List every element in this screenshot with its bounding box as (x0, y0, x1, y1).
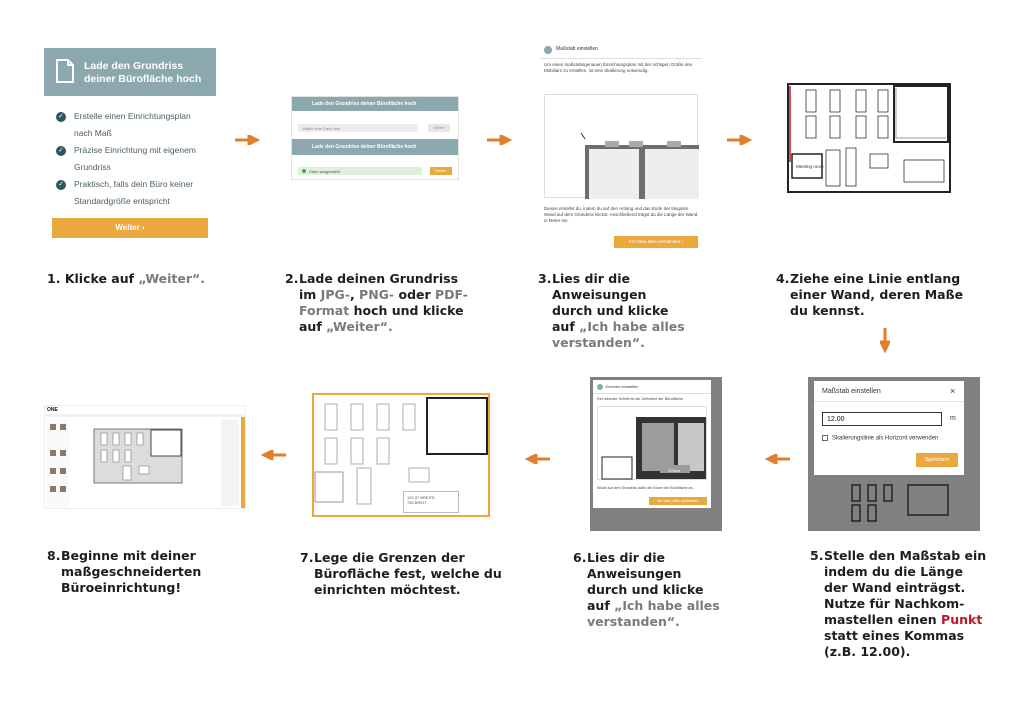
arrow-left-icon (524, 454, 550, 464)
info-icon (597, 384, 603, 390)
step6-intro-text: Der nächste Schritt ist die Definition d… (597, 397, 684, 401)
arrow-right-icon (235, 135, 261, 145)
step3-header: Maßstab einstellen (556, 46, 598, 52)
step6-header: Grenzen einstellen (605, 384, 639, 389)
step-number: 6. (573, 550, 587, 565)
file-input[interactable]: Wähle eine Datei aus (298, 124, 418, 132)
step8-thumbnail: ONE (44, 405, 246, 509)
step1-header-panel: Lade den Grundriss deiner Bürofläche hoc… (44, 48, 216, 96)
properties-panel (241, 417, 245, 508)
step-number: 8. (47, 548, 61, 563)
step1-caption: 1. Klicke auf „Weiter“. (47, 271, 206, 286)
floorplan-preview (544, 94, 699, 199)
step6-caption: 6. Lies dir die Anweisungen durch und kl… (573, 550, 720, 629)
step1-panel-title-line2: deiner Bürofläche hoch (84, 73, 202, 85)
step4-thumbnail: Meeting room (786, 82, 952, 194)
step2-thumbnail: Lade den Grundriss deiner Bürofläche hoc… (291, 96, 459, 180)
boundary-preview: 375cm (597, 406, 707, 480)
weiter-button[interactable]: Weiter › (52, 218, 208, 238)
list-item: ✓Praktisch, falls dein Büro keiner (56, 176, 196, 193)
horizon-checkbox-row[interactable]: Skalierungslinie als Horizont verwenden (822, 435, 938, 442)
scale-value-input[interactable]: 12.00 (822, 412, 942, 426)
step1-thumbnail: Lade den Grundriss deiner Bürofläche hoc… (44, 48, 216, 240)
step6-outro-text: Klicke auf dem Grundriss dafür die Ecken… (597, 486, 694, 490)
step6-thumbnail: Grenzen einstellen Der nächste Schritt i… (590, 377, 722, 531)
furniture-sidebar (47, 420, 69, 508)
check-icon: ✓ (56, 179, 66, 190)
dialog-title: Maßstab einstellen (822, 388, 881, 395)
step-number: 4. (776, 271, 790, 286)
step4-caption: 4. Ziehe eine Linie entlang einer Wand, … (776, 271, 964, 318)
arrow-down-icon (880, 328, 890, 354)
step-number: 2. (285, 271, 299, 286)
divider (814, 401, 964, 402)
arrow-right-icon (727, 135, 753, 145)
check-icon: ✓ (56, 111, 66, 122)
understood-button[interactable]: Ich habe alles verstanden › (614, 236, 698, 248)
office-floorplan: Meeting room (787, 83, 951, 193)
save-button[interactable]: Speichern (916, 453, 958, 467)
close-icon[interactable]: × (950, 386, 956, 396)
step2-upload-header-1: Lade den Grundriss deiner Bürofläche hoc… (292, 97, 458, 111)
boundary-floorplan (312, 393, 490, 517)
step6-understood-button[interactable]: Ich habe alles verstanden (649, 497, 707, 505)
step1-bullet-list: ✓Erstelle einen Einrichtungsplan nach Ma… (56, 108, 196, 210)
step8-caption: 8. Beginne mit deiner maßgeschneiderten … (47, 548, 202, 595)
step3-caption: 3. Lies dir die Anweisungen durch und kl… (538, 271, 685, 350)
step3-outro-text: Dieses erstellst du, indem du auf den An… (544, 206, 698, 223)
success-icon (302, 169, 306, 173)
scale-dialog: Maßstab einstellen × 12.00 m Skalierungs… (814, 381, 964, 475)
meeting-room-label: Meeting room (796, 164, 824, 169)
list-item: Grundriss (74, 162, 111, 172)
divider (540, 58, 702, 59)
unit-label: m (950, 415, 956, 422)
area-info-box: 120,37 BREITE 750 BREIT (403, 491, 459, 513)
step-number: 1. (47, 271, 61, 286)
app-toolbar (45, 414, 245, 417)
editor-canvas (93, 428, 183, 484)
file-selected-field: Datei ausgewählt (298, 167, 422, 175)
step7-caption: 7. Lege die Grenzen der Bürofläche fest,… (300, 550, 502, 597)
floorplan-drawing (580, 132, 699, 199)
list-item: ✓Präzise Einrichtung mit eigenem (56, 142, 196, 159)
horizon-checkbox[interactable] (822, 435, 828, 441)
arrow-left-icon (260, 450, 286, 460)
step2-weiter-button-2[interactable]: Weiter (430, 167, 452, 175)
arrow-left-icon (764, 454, 790, 464)
info-icon (544, 46, 552, 54)
dimension-label: 375cm (668, 468, 681, 473)
dimmed-floorplan (851, 484, 949, 522)
app-logo: ONE (47, 407, 58, 413)
step2-weiter-button-1[interactable]: Weiter (428, 124, 450, 132)
step5-thumbnail: Maßstab einstellen × 12.00 m Skalierungs… (808, 377, 980, 531)
area-info-line1: 120,37 BREITE (407, 495, 435, 500)
boundary-dialog: Grenzen einstellen Der nächste Schritt i… (593, 380, 711, 508)
properties-panel-body (221, 420, 239, 506)
step2-upload-header-2: Lade den Grundriss deiner Bürofläche hoc… (292, 139, 458, 155)
step1-panel-title-line1: Lade den Grundriss (84, 60, 184, 72)
step3-thumbnail: Maßstab einstellen Um einen maßstabsgena… (540, 42, 702, 254)
divider (593, 393, 711, 394)
step-number: 7. (300, 550, 314, 565)
arrow-right-icon (487, 135, 513, 145)
step5-caption: 5. Stelle den Maßstab ein indem du die L… (810, 548, 987, 659)
list-item: ✓Erstelle einen Einrichtungsplan (56, 108, 196, 125)
list-item: nach Maß (74, 128, 112, 138)
step7-thumbnail: 120,37 BREITE 750 BREIT (311, 392, 491, 518)
document-icon (56, 59, 74, 83)
step3-intro-text: Um einen maßstabsgenauen Einrichtungspla… (544, 62, 693, 73)
step-number: 3. (538, 271, 552, 286)
step2-caption: 2. Lade deinen Grundriss im JPG-, PNG- o… (285, 271, 468, 334)
area-info-line2: 750 BREIT (407, 500, 427, 505)
check-icon: ✓ (56, 145, 66, 156)
list-item: Standardgröße entspricht (74, 196, 170, 206)
step-number: 5. (810, 548, 824, 563)
